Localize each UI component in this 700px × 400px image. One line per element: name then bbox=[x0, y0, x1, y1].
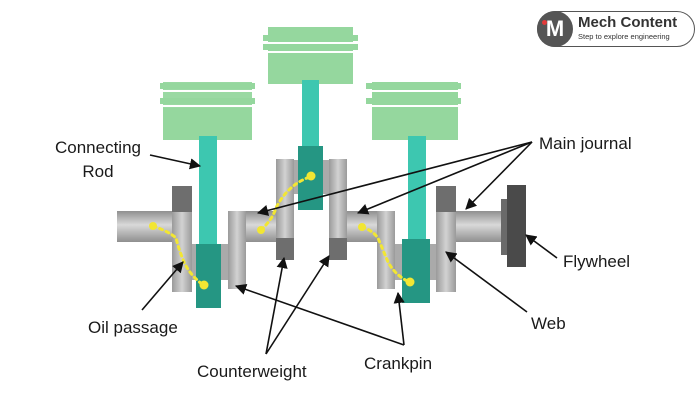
counterweight-1 bbox=[172, 186, 192, 212]
main-journal-rear bbox=[455, 211, 503, 242]
web-5 bbox=[377, 211, 395, 289]
crankpin-right-rod bbox=[402, 239, 430, 303]
logo-dot bbox=[542, 20, 547, 25]
label-connecting-rod: Connecting Rod bbox=[50, 137, 146, 183]
connecting-rod-middle bbox=[302, 80, 319, 150]
oil-passage-left bbox=[149, 222, 209, 290]
oil-passage-middle bbox=[257, 171, 316, 234]
logo-badge-icon: M bbox=[537, 11, 573, 47]
counterweight-4 bbox=[436, 186, 456, 212]
arrow-web bbox=[445, 251, 528, 313]
label-main-journal: Main journal bbox=[539, 134, 632, 153]
logo-title: Mech Content bbox=[578, 14, 678, 31]
arrow-crankpin-1 bbox=[234, 284, 405, 346]
arrow-oil-passage bbox=[141, 261, 184, 311]
label-counterweight: Counterweight bbox=[197, 362, 307, 381]
piston-middle bbox=[263, 27, 358, 84]
label-oil-passage: Oil passage bbox=[88, 318, 178, 337]
arrow-main-journal-1 bbox=[256, 141, 533, 216]
connecting-rod-left bbox=[199, 136, 217, 248]
logo-badge-letter: M bbox=[545, 16, 565, 41]
label-connecting-rod-line1: Connecting bbox=[54, 138, 141, 157]
label-connecting-rod-line2: Rod bbox=[82, 162, 114, 182]
arrow-counterweight-1 bbox=[265, 256, 288, 355]
arrow-flywheel bbox=[525, 234, 558, 259]
main-journal-front bbox=[117, 211, 175, 242]
label-flywheel: Flywheel bbox=[563, 252, 631, 271]
counterweight-2 bbox=[276, 238, 294, 260]
logo-tagline: Step to explore engineering bbox=[578, 32, 670, 41]
arrow-main-journal-2 bbox=[356, 141, 533, 215]
piston-left bbox=[160, 82, 255, 140]
web-6 bbox=[436, 186, 456, 292]
web-2 bbox=[228, 211, 246, 289]
mech-content-logo: M Mech Content Step to explore engineeri… bbox=[537, 11, 695, 47]
crankpin-left-rod bbox=[196, 244, 221, 308]
arrow-counterweight-2 bbox=[265, 255, 330, 355]
flywheel bbox=[507, 185, 526, 267]
piston-right bbox=[366, 82, 461, 140]
label-web: Web bbox=[531, 314, 566, 333]
piston-ring-grooves bbox=[160, 42, 461, 107]
web-3 bbox=[276, 159, 294, 259]
counterweight-3 bbox=[329, 238, 347, 260]
web-4 bbox=[329, 159, 347, 259]
label-crankpin: Crankpin bbox=[364, 354, 433, 373]
arrow-main-journal-3 bbox=[465, 141, 533, 210]
arrow-connecting-rod bbox=[149, 154, 202, 170]
oil-passage-right bbox=[358, 223, 415, 287]
flywheel-hub bbox=[501, 199, 509, 255]
arrow-crankpin-2 bbox=[393, 291, 405, 346]
